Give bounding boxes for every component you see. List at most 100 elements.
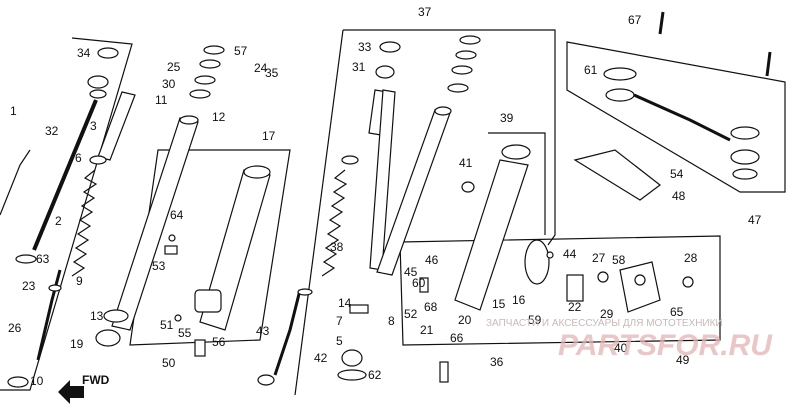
frame-right-fork-37 [343,29,556,246]
callout-44: 44 [563,247,577,261]
valve-body-49 [619,261,661,313]
oil-seal-30 [194,75,216,85]
group-callouts: 1 2 3 5 6 7 8 9 10 11 12 13 14 15 16 17 … [8,5,762,388]
callout-24: 24 [254,61,268,75]
frame-right-fork-edge [294,29,344,396]
screw-51 [174,314,182,322]
screw-64 [168,234,176,242]
callout-31: 31 [352,60,366,74]
callout-21: 21 [420,323,434,337]
callout-13: 13 [90,309,104,323]
callout-14: 14 [338,296,352,310]
brace-rod [633,93,731,142]
callout-32: 32 [45,124,59,138]
frame-left-fork-edge [0,149,31,216]
callout-38: 38 [330,240,344,254]
inner-tube-9 [111,117,199,331]
group-right-fork [257,35,531,386]
piston-ring-23b [297,288,313,296]
dust-seal-57 [203,45,225,55]
cap-34 [97,47,119,59]
callout-68: 68 [424,300,438,314]
callout-66: 66 [450,331,464,345]
callout-33: 33 [358,40,372,54]
callout-2: 2 [55,214,62,228]
callout-16: 16 [512,293,526,307]
plug-41 [461,181,475,193]
watermark-tagline: ЗАПЧАСТИ И АКСЕССУАРЫ ДЛЯ МОТОТЕХНИКИ [486,318,723,329]
pipe-59 [524,239,550,285]
callout-6: 6 [75,151,82,165]
o-ring [89,89,107,99]
callout-35: 35 [265,66,279,80]
inner-tube-top-b [434,106,452,116]
callout-34: 34 [77,46,91,60]
slider-foot [194,289,222,313]
callout-28: 28 [684,251,698,265]
ring-61b [605,88,635,102]
callout-58: 58 [612,253,626,267]
damper-rod-32 [32,99,98,251]
oil-seal-30b [451,65,473,75]
group-slider-17 [164,165,271,357]
dust-seal-57b [459,35,481,45]
watermark: ЗАПЧАСТИ И АКСЕССУАРЫ ДЛЯ МОТОТЕХНИКИ PA… [486,318,773,362]
callout-64: 64 [170,208,184,222]
frame-parts-40 [399,235,721,346]
group-anti-dive-40 [419,239,694,383]
washer-6 [89,155,107,165]
slider-top [243,165,271,179]
callout-43: 43 [256,324,270,338]
inner-tube-top [179,115,199,125]
spacer-3 [97,91,136,161]
valve-42 [341,349,363,367]
spring-2 [71,169,98,277]
callout-60: 60 [412,276,426,290]
callout-42: 42 [314,351,328,365]
callout-7: 7 [336,314,343,328]
screw-67a [658,11,665,35]
callout-30: 30 [162,77,176,91]
callout-67: 67 [628,13,642,27]
callout-22: 22 [568,300,582,314]
callout-57: 57 [234,44,248,58]
spring-2b [321,169,348,277]
piston-rod [36,269,62,361]
bolt-60 [419,277,429,293]
washer-11 [189,89,211,99]
bolt-10b [257,374,275,386]
fwd-arrow: FWD [58,373,110,404]
frame-brace-47 [566,41,786,193]
bolt-10 [7,376,29,388]
callout-52: 52 [404,307,418,321]
callout-23: 23 [22,279,36,293]
o-ring-58 [597,271,609,283]
callout-45: 45 [404,265,418,279]
ring-61e [732,168,758,180]
slider-39-top [501,144,531,160]
watermark-logo: PARTSFOR.RU [558,329,773,362]
callout-29: 29 [600,307,614,321]
nut-53 [164,245,178,255]
callout-1: 1 [10,104,17,118]
callout-51: 51 [160,318,174,332]
piston-rod-b [273,289,302,376]
callout-48: 48 [672,189,686,203]
valve-port [634,274,646,286]
washer-62 [337,369,367,381]
callout-8: 8 [388,314,395,328]
callout-50: 50 [162,356,176,370]
callout-27: 27 [592,251,606,265]
callout-40: 40 [614,341,628,355]
callout-54: 54 [670,167,684,181]
callout-9: 9 [76,274,83,288]
washer-6b [341,155,359,165]
ring-61c [730,126,760,140]
callout-17: 17 [262,129,276,143]
callout-25: 25 [167,60,181,74]
bolt-50b [439,361,449,383]
ring-63 [15,254,37,264]
callout-19: 19 [70,337,84,351]
